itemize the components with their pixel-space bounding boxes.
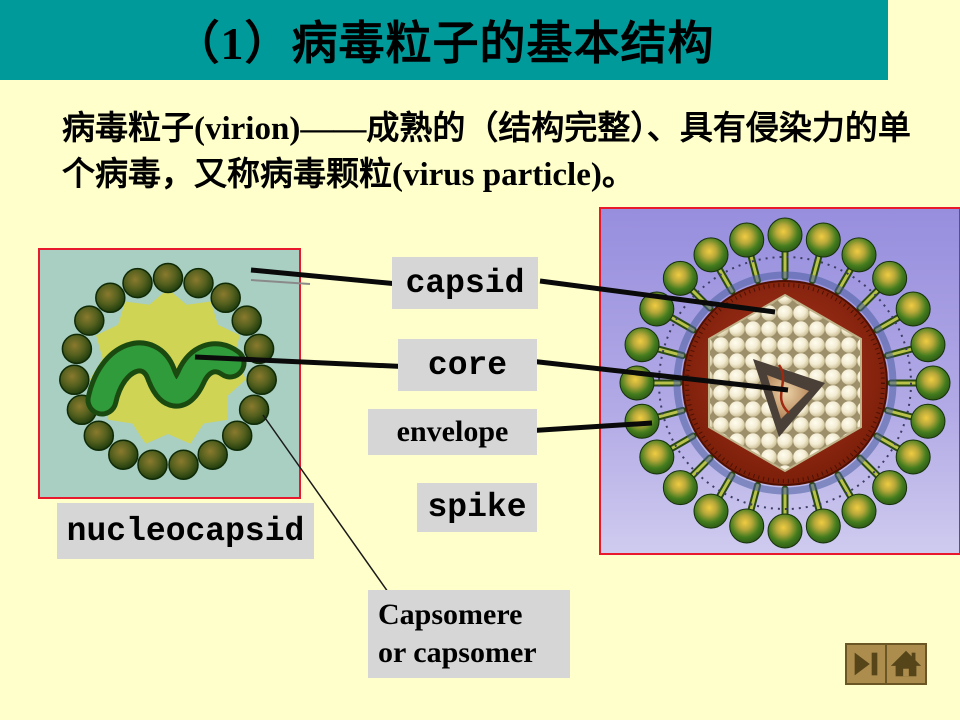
enveloped-virus-drawing xyxy=(601,209,959,553)
label-envelope: envelope xyxy=(368,409,537,455)
home-icon xyxy=(890,650,922,677)
home-button[interactable] xyxy=(887,645,925,683)
enveloped-virus-figure xyxy=(599,207,960,555)
intro-text: 病毒粒子(virion)——成熟的（结构完整）、具有侵染力的单个病毒，又称病毒颗… xyxy=(62,111,911,193)
next-slide-button[interactable] xyxy=(847,645,885,683)
label-spike: spike xyxy=(417,483,537,532)
label-capsomere-line2: or capsomer xyxy=(378,636,537,669)
label-capsomere-line1: Capsomere xyxy=(378,598,523,631)
next-slide-icon xyxy=(854,652,878,676)
label-nucleocapsid: nucleocapsid xyxy=(57,503,314,559)
label-capsomere: Capsomere or capsomer xyxy=(368,590,570,678)
page-title: （1）病毒粒子的基本结构 xyxy=(173,18,715,69)
nucleocapsid-drawing xyxy=(40,250,299,497)
nucleocapsid-figure xyxy=(38,248,301,499)
label-core: core xyxy=(398,339,537,391)
title-banner: （1）病毒粒子的基本结构 xyxy=(0,0,888,80)
slide-nav xyxy=(845,643,927,685)
label-capsid: capsid xyxy=(392,257,538,309)
